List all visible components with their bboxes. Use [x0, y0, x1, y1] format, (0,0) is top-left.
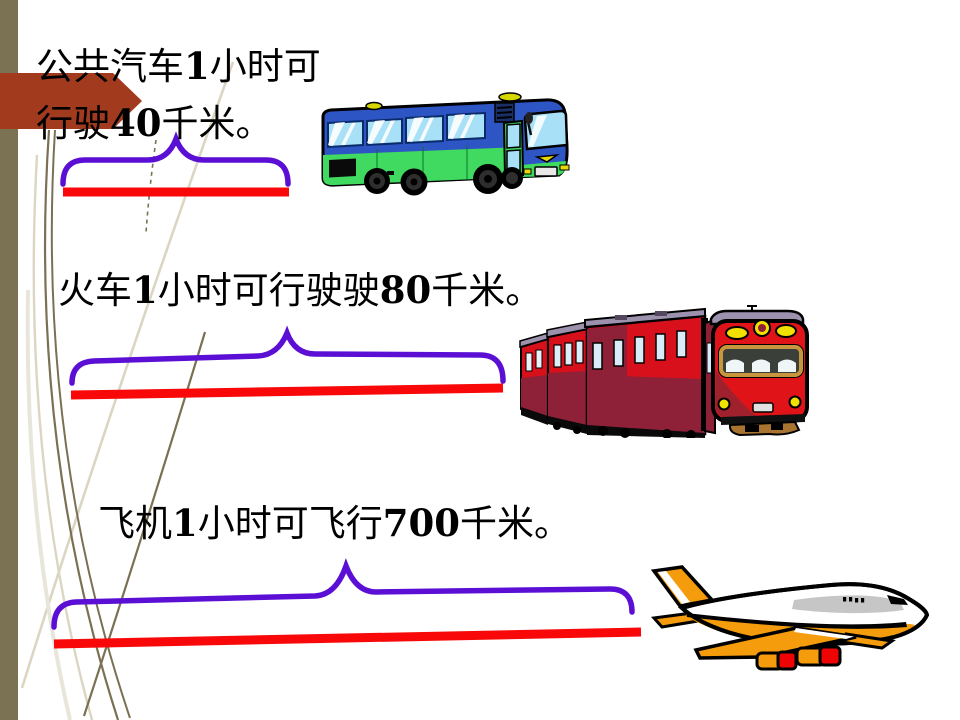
text-segment: 火车	[58, 269, 132, 312]
airplane-illustration	[650, 565, 930, 671]
decor-curve	[43, 129, 120, 720]
text-segment: 千米。	[459, 502, 571, 545]
statement-bus-line-2: 行驶40千米。	[36, 95, 321, 152]
train-illustration	[519, 305, 809, 438]
statement-airplane-line-1: 飞机1小时可飞行700千米。	[98, 495, 571, 552]
speed-number: 1	[132, 268, 158, 312]
text-segment: 小时可行驶驶	[157, 269, 380, 312]
speed-number: 80	[379, 268, 432, 312]
text-segment: 公共汽车	[36, 45, 184, 88]
text-segment: 飞机	[98, 502, 172, 545]
distance-line-700km	[53, 627, 642, 649]
statement-bus-line-1: 公共汽车1小时可	[36, 38, 321, 95]
text-segment: 千米。	[431, 269, 543, 312]
curly-brace-80km	[69, 325, 506, 386]
text-segment: 行驶	[36, 102, 110, 145]
left-accent-bar	[0, 0, 18, 720]
curly-brace-700km	[51, 557, 635, 630]
speed-number: 1	[172, 501, 198, 545]
distance-line-80km	[70, 383, 504, 400]
text-segment: 千米。	[161, 102, 273, 145]
statement-airplane-text: 飞机1小时可飞行700千米。	[98, 495, 571, 552]
statement-train-line-1: 火车1小时可行驶驶80千米。	[58, 262, 542, 319]
bus-illustration	[321, 92, 570, 196]
decor-curve	[145, 139, 157, 234]
decor-curve	[25, 289, 72, 720]
statement-train-text: 火车1小时可行驶驶80千米。	[58, 262, 542, 319]
text-segment: 小时可	[209, 45, 321, 88]
statement-bus-text: 公共汽车1小时可 行驶40千米。	[36, 38, 321, 152]
speed-number: 700	[382, 501, 460, 545]
decor-curve	[50, 129, 131, 719]
speed-number: 40	[110, 101, 162, 145]
text-segment: 小时可飞行	[197, 502, 383, 545]
speed-number: 1	[184, 44, 210, 88]
decor-curve	[20, 61, 235, 689]
decor-curve	[32, 154, 94, 720]
